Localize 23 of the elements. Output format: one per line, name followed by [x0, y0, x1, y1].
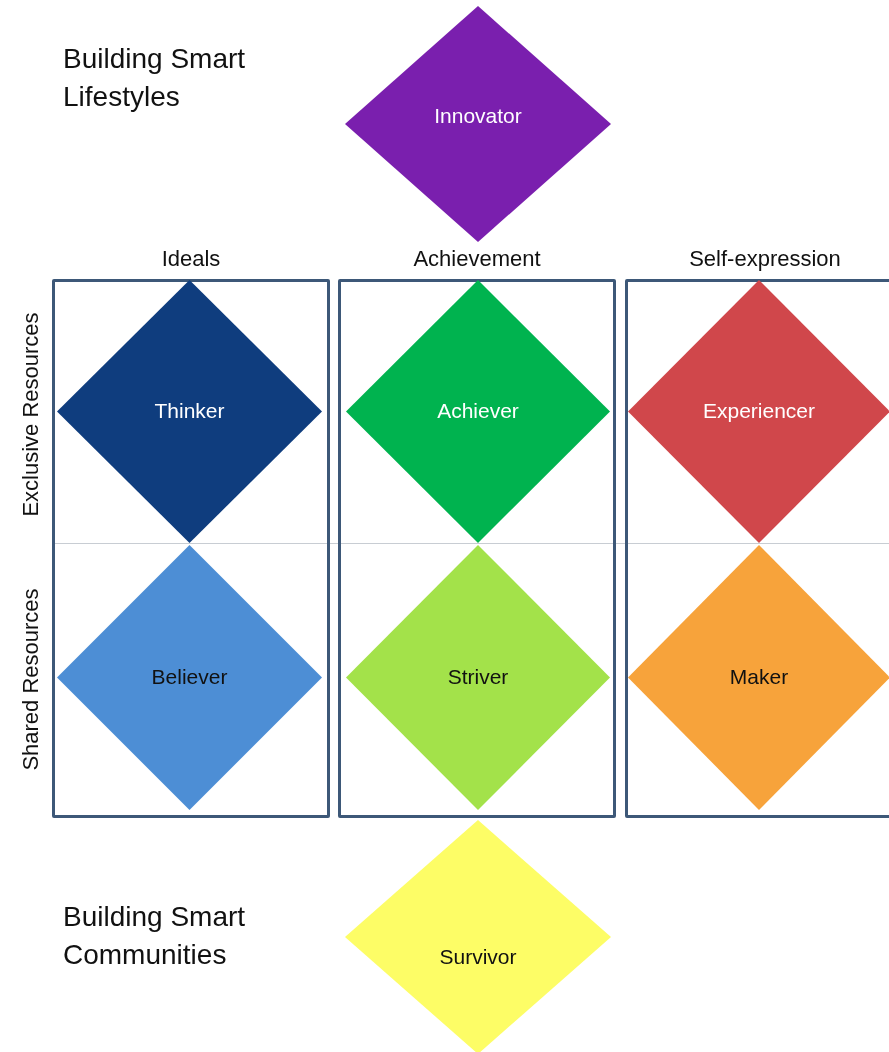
diamond-shape: [628, 545, 889, 810]
segment-label: Maker: [729, 664, 789, 691]
diamond-shape: [346, 280, 610, 543]
column-heading: Self-expression: [688, 245, 842, 273]
diamond-shape: [628, 280, 889, 543]
row-label: Shared Resources: [16, 587, 44, 773]
segment-label: Innovator: [434, 102, 522, 129]
diamond-shape: [345, 820, 611, 1052]
segment-label: Striver: [447, 664, 509, 691]
diamond-shape: [346, 545, 610, 810]
segment-label: Thinker: [154, 398, 225, 425]
diamond-shape: [57, 280, 322, 543]
column-heading: Ideals: [160, 245, 222, 273]
segment-label: Believer: [151, 664, 228, 691]
row-label: Exclusive Resources: [16, 311, 44, 519]
column-heading: Achievement: [412, 245, 542, 273]
segment-label: Achiever: [437, 398, 519, 425]
group-label: Building Smart Communities: [63, 900, 247, 972]
group-label: Building Smart Lifestyles: [63, 42, 247, 114]
diamond-shape: [345, 6, 611, 242]
diamond-shape: [57, 545, 322, 810]
segment-label: Experiencer: [702, 398, 816, 425]
segment-label: Survivor: [439, 943, 517, 970]
